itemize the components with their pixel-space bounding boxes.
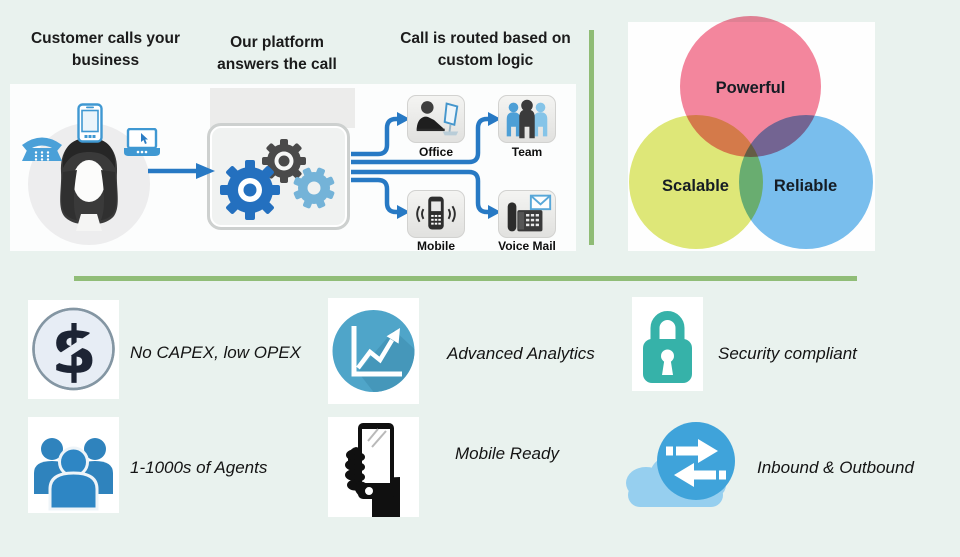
feature-label-security: Security compliant xyxy=(718,344,857,363)
telephone-icon xyxy=(22,137,62,161)
mobile-ready-icon xyxy=(345,423,400,517)
feature-card-security xyxy=(632,297,703,391)
mobile-phone-icon xyxy=(416,196,456,230)
inbound-outbound-icon xyxy=(626,422,735,507)
venn-label-powerful: Powerful xyxy=(715,79,786,97)
venn-label-scalable: Scalable xyxy=(662,177,729,195)
feature-label-analytics: Advanced Analytics xyxy=(447,344,595,363)
dest-box-mobile xyxy=(407,190,465,238)
venn-panel: Powerful Scalable Reliable xyxy=(628,16,875,251)
dest-label-office: Office xyxy=(418,145,453,159)
feature-card-agents xyxy=(28,417,119,513)
platform-box xyxy=(207,123,350,230)
platform-backdrop xyxy=(210,88,355,128)
feature-label-no-capex: No CAPEX, low OPEX xyxy=(130,343,302,362)
office-desk-icon xyxy=(416,101,459,136)
smartphone-icon xyxy=(77,103,103,143)
venn-label-reliable: Reliable xyxy=(773,177,838,195)
customer-avatar xyxy=(60,138,118,231)
dest-box-office xyxy=(407,95,465,143)
feature-icon-inbound-outbound xyxy=(616,413,741,513)
feature-card-no-capex: $ xyxy=(28,300,119,399)
dest-label-team: Team xyxy=(511,145,543,159)
dest-box-voicemail xyxy=(498,190,556,238)
laptop-icon xyxy=(124,128,160,156)
agents-icon xyxy=(34,438,113,511)
horizontal-divider xyxy=(74,276,857,281)
feature-card-mobile-ready xyxy=(328,417,419,517)
vertical-divider xyxy=(589,30,594,245)
step-title-platform: Our platform answers the call xyxy=(217,34,337,73)
voicemail-icon xyxy=(507,194,552,232)
security-lock-icon xyxy=(643,311,692,383)
step-title-routing: Call is routed based on custom logic xyxy=(400,30,571,69)
dest-label-mobile: Mobile xyxy=(417,239,455,253)
venn-circle-reliable xyxy=(739,115,873,249)
gears-icon xyxy=(220,139,335,220)
feature-label-mobile-ready: Mobile Ready xyxy=(455,444,559,463)
no-cost-icon: $ xyxy=(32,307,115,391)
dest-box-team xyxy=(498,95,556,143)
step-title-customer: Customer calls your business xyxy=(30,30,181,69)
feature-label-agents: 1-1000s of Agents xyxy=(130,458,268,477)
dest-label-voicemail: Voice Mail xyxy=(498,239,556,253)
team-icon xyxy=(506,99,548,139)
analytics-icon xyxy=(332,310,415,392)
call-flow-panel: Office Team xyxy=(10,84,576,253)
routing-arrows xyxy=(148,112,501,219)
feature-card-analytics xyxy=(328,298,419,404)
feature-label-inbound-outbound: Inbound & Outbound xyxy=(757,458,914,477)
